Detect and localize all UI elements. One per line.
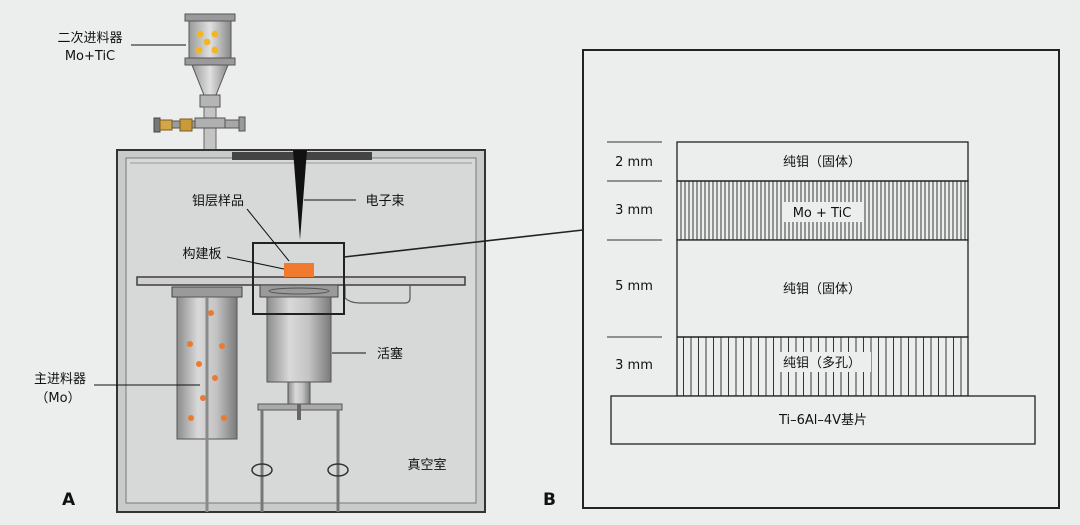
thickness-3: 5 mm [615,279,653,294]
secondary-feeder-label-2: Mo+TiC [65,49,115,64]
secondary-feeder [153,13,246,158]
layer-1-label: 纯钼（固体） [783,155,861,170]
panel-a: 二次进料器 Mo+TiC 钼层样品 电子束 构建板 主进料器 （Mo） 活塞 真… [34,13,584,513]
layer-3 [676,239,969,338]
substrate [610,395,1036,445]
powder-particle [196,361,202,367]
powder-particle [188,415,194,421]
powder-particle [187,341,193,347]
layer-stack: 纯钼（固体） Mo + TiC 纯钼（固体） 纯钼（多孔） Ti–6Al–4V基… [610,141,1036,445]
vacuum-chamber-label: 真空室 [407,457,446,473]
piston-assembly [251,284,349,512]
powder-particle [196,30,204,38]
thickness-4: 3 mm [615,358,653,373]
mo-sample-label: 钼层样品 [192,194,244,209]
thickness-2: 3 mm [615,203,653,218]
mo-sample [284,263,314,277]
powder-particle [195,46,203,54]
secondary-feeder-label-1: 二次进料器 [57,30,122,46]
layer-1 [676,141,969,182]
thickness-1: 2 mm [615,155,653,170]
layer-4-label: 纯钼（多孔） [783,355,861,371]
powder-particle [203,38,211,46]
powder-particle [219,343,225,349]
powder-particle [200,395,206,401]
panel-a-label: A [62,490,76,510]
electron-beam-label: 电子束 [365,194,404,209]
layer-3-label: 纯钼（固体） [783,282,861,297]
zoom-connector [343,229,584,258]
piston-label: 活塞 [377,346,403,362]
main-feeder [171,286,243,512]
build-plate-label: 构建板 [182,247,221,262]
layer-2-label: Mo + TiC [793,206,852,221]
powder-particle [212,375,218,381]
powder-particle [211,30,219,38]
substrate-label: Ti–6Al–4V基片 [778,413,867,428]
thickness-scale: 2 mm 3 mm 5 mm 3 mm [607,141,662,373]
powder-particle [211,46,219,54]
main-feeder-label-2: （Mo） [35,391,80,406]
main-feeder-label-1: 主进料器 [34,372,86,387]
panel-b: 纯钼（固体） Mo + TiC 纯钼（固体） 纯钼（多孔） Ti–6Al–4V基… [543,49,1060,510]
panel-b-label: B [543,490,556,510]
zoom-box [252,242,345,315]
powder-particle [221,415,227,421]
powder-particle [208,310,214,316]
